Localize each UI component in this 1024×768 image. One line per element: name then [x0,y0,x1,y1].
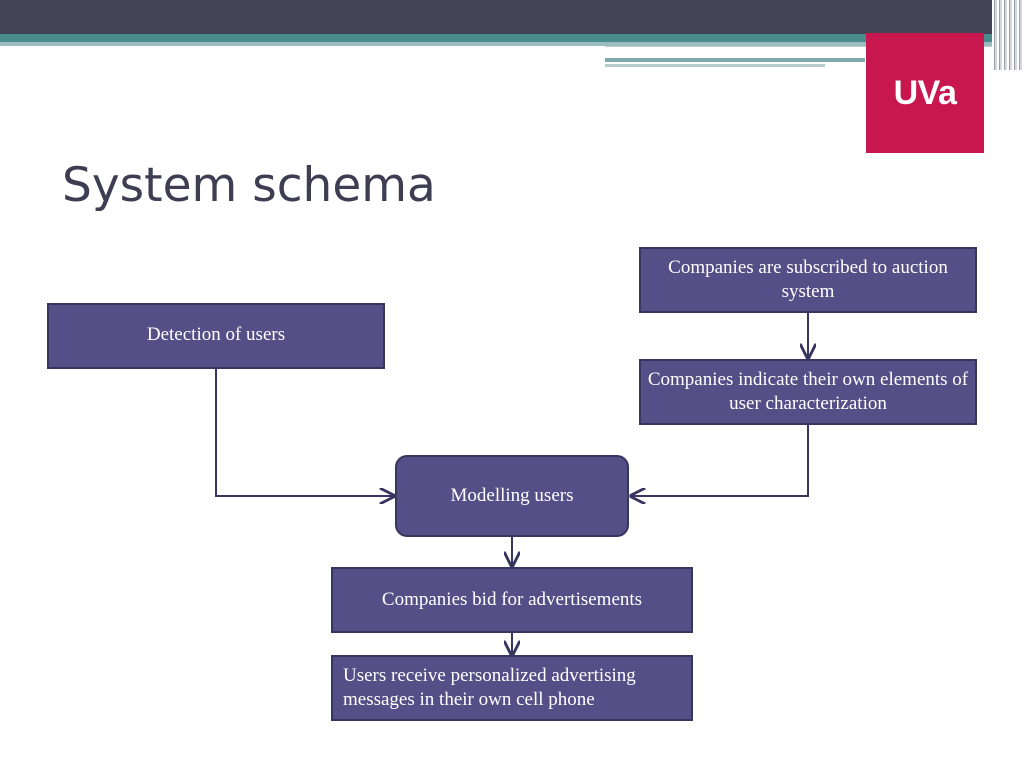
header-accent-line [605,46,1005,53]
node-companies-subscribed: Companies are subscribed to auction syst… [639,247,977,313]
node-label: Modelling users [450,485,574,506]
edge-characterization-to-modelling [631,425,809,496]
logo-text: UVa [893,73,957,112]
header-accent-stripe [0,34,1000,42]
node-label: Companies indicate their own elements of… [647,369,969,414]
uva-logo: UVa [866,33,984,153]
header-accent-line-3 [605,64,825,67]
node-label: Companies are subscribed to auction syst… [668,257,948,302]
node-label: Users receive personalized advertising m… [343,665,636,710]
node-users-receive-messages: Users receive personalized advertising m… [331,655,693,721]
node-detection-of-users: Detection of users [47,303,385,369]
edge-detection-to-modelling [215,369,394,496]
header-vertical-stripes [992,0,1024,70]
node-label: Companies bid for advertisements [381,589,643,610]
header-accent-line-2 [605,58,865,62]
node-modelling-users: Modelling users [395,455,629,537]
node-companies-characterization: Companies indicate their own elements of… [639,359,977,425]
header-accent-stripe-light [0,42,1000,46]
slide-title: System schema [62,158,436,213]
header-bar [0,0,1024,34]
node-companies-bid: Companies bid for advertisements [331,567,693,633]
node-label: Detection of users [146,324,286,345]
